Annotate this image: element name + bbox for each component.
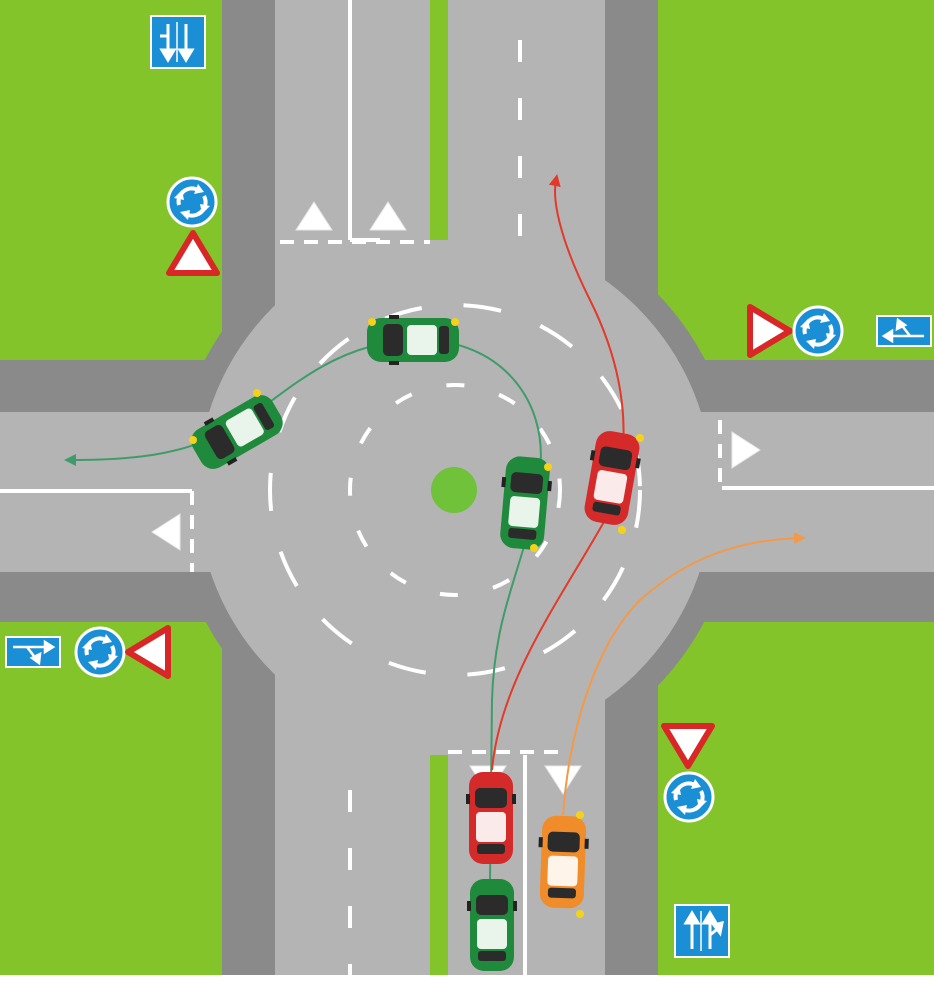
road-yield-marking-w: [151, 513, 181, 551]
roundabout-sign-nw: [166, 176, 218, 228]
orange-car-entry: [536, 815, 590, 909]
road-yield-marking-nw: [295, 201, 333, 231]
lane-split-arrows-icon: [881, 317, 924, 344]
red-car-entry: [466, 772, 516, 864]
lane-direction-sign-ne: [876, 315, 932, 347]
lane-direction-sign-nw: [150, 15, 206, 69]
road-yield-marking-e: [731, 431, 761, 469]
roundabout-lane-rings: [268, 303, 642, 677]
roundabout-sign-ne: [792, 305, 844, 357]
lane-direction-sign-se: [674, 904, 730, 958]
lane-direction-sign-sw: [5, 636, 61, 668]
bottom-margin: [0, 975, 934, 985]
road-yield-marking-s2: [544, 765, 582, 795]
green-car-top: [367, 315, 459, 365]
two-lane-arrows-icon: [159, 22, 195, 63]
road-yield-marking-n: [369, 201, 407, 231]
roundabout-sign-se: [663, 771, 715, 823]
median-south: [430, 755, 448, 975]
orange-path: [562, 532, 806, 816]
roundabout-sign-sw: [74, 626, 126, 678]
two-lane-arrows-icon: [683, 910, 724, 951]
central-island: [431, 467, 477, 513]
turn-signals: [189, 318, 644, 918]
green-car-queue: [467, 879, 517, 971]
median-north: [430, 0, 448, 240]
lane-split-arrows-icon: [13, 639, 56, 666]
